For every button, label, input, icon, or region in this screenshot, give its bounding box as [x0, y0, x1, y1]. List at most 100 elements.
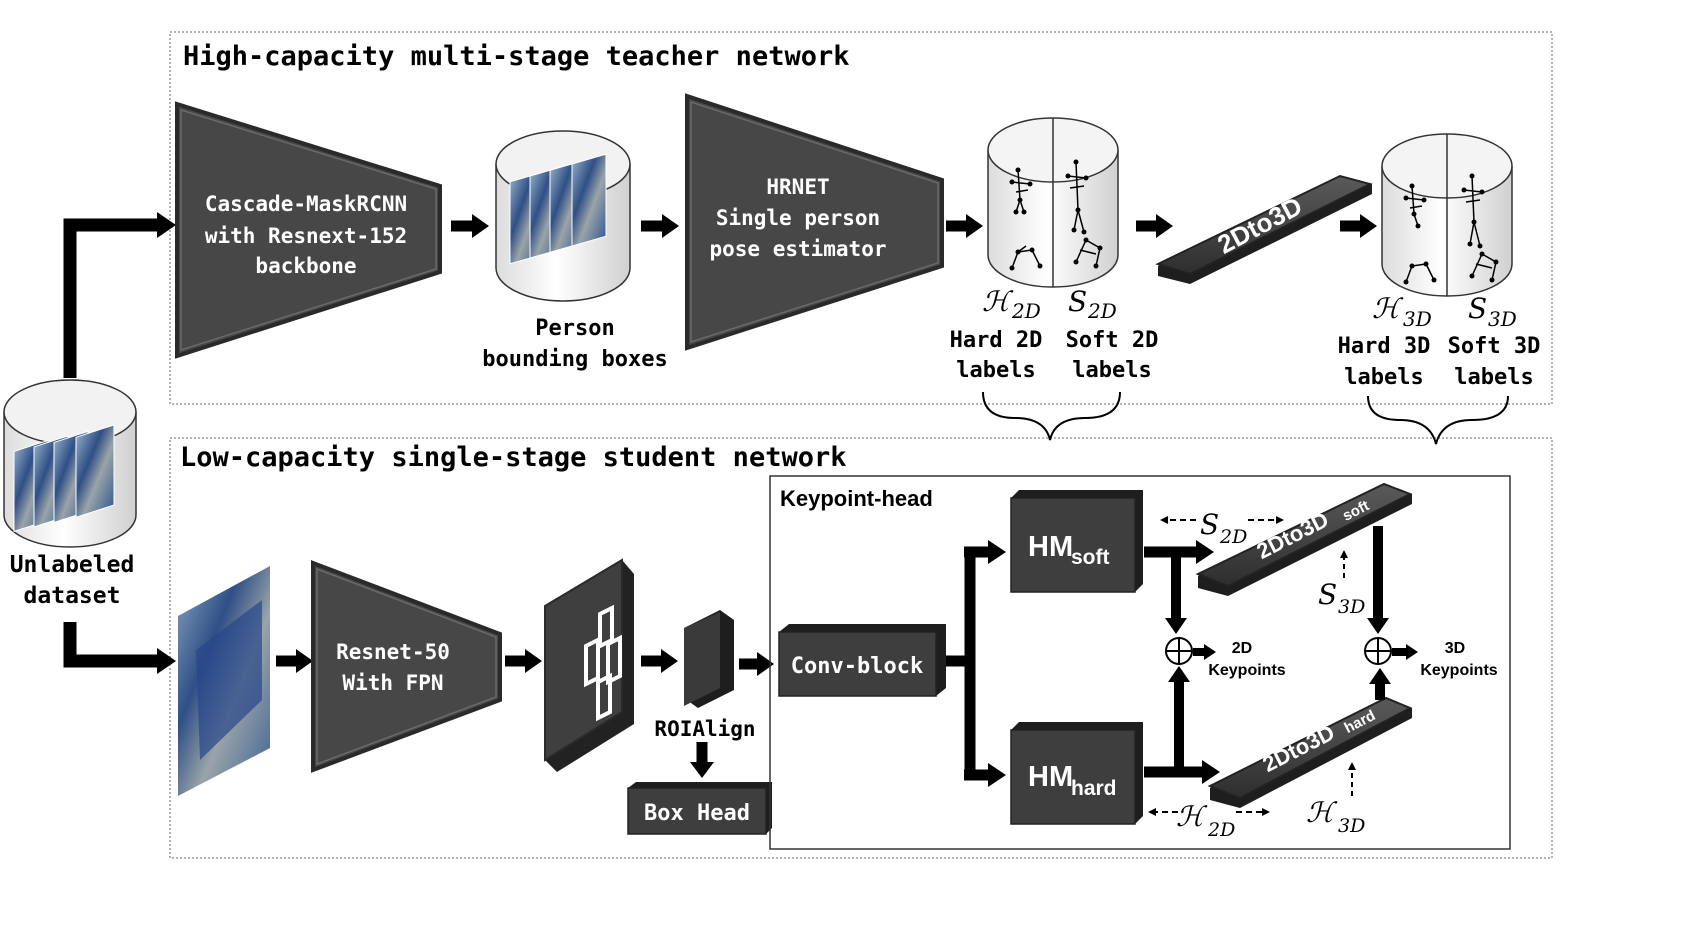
kp3d-line1: 3D [1445, 640, 1465, 657]
box-head-label: Box Head [644, 801, 750, 826]
dataset-to-student-arrow [63, 622, 158, 668]
pose-label-line1: HRNET [766, 175, 829, 199]
h2d-symbol: ℋ [982, 285, 1014, 318]
kp2d-line1: 2D [1232, 640, 1252, 657]
dataset-label-line2: dataset [24, 583, 121, 609]
hm-hard-main: HM [1028, 761, 1073, 793]
box-head-block [627, 782, 772, 835]
student-h2d-symbol: ℋ [1176, 800, 1208, 833]
skeleton-joints-3d [1403, 173, 1499, 285]
arrow-roi-to-boxhead-head [690, 762, 714, 778]
s3d-symbol: S [1468, 292, 1487, 325]
arrow-to-hm-hard-head [988, 763, 1006, 787]
arrow-lift-to-3dlabels-head [1360, 214, 1377, 238]
detector-label-line1: Cascade-MaskRCNN [205, 192, 407, 216]
h3d-subscript: 3D [1403, 307, 1432, 331]
person-boxes-cylinder [495, 130, 631, 302]
arrow-liftsoft-to-sum3d-head [1367, 618, 1389, 634]
student-frame [169, 437, 1553, 859]
arrow-features-to-roi-head [661, 649, 678, 673]
s3d-subscript: 3D [1488, 307, 1517, 331]
backbone-label-line1: Resnet-50 [336, 640, 450, 664]
kp3d-line2: Keypoints [1420, 662, 1497, 679]
hm-soft-main: HM [1028, 531, 1073, 563]
student-s2d-symbol: S [1200, 508, 1219, 541]
hm-hard-sub: hard [1071, 777, 1117, 800]
arrow-image-to-backbone-head [296, 649, 313, 673]
brace-2d-labels [982, 391, 1121, 441]
arrow-hmsoft-to-sum2d-head [1165, 618, 1187, 634]
hm-soft-block [1010, 490, 1143, 593]
labels-2d-cylinder [987, 117, 1119, 288]
feature-map-block [544, 558, 634, 772]
detector-label-line2: with Resnext-152 [205, 224, 407, 248]
student-title: Low-capacity single-stage student networ… [180, 442, 846, 473]
boxes-caption-line2: bounding boxes [482, 347, 667, 372]
keypoint-head-frame [769, 475, 1511, 850]
student-h3d-sub: 3D [1338, 815, 1365, 837]
soft2d-label-line2: labels [1072, 358, 1151, 383]
keypoint-head-title: Keypoint-head [780, 486, 933, 511]
labels-3d-cylinder [1381, 133, 1513, 297]
skeleton-joints-2d [1009, 159, 1103, 271]
conv-block [778, 624, 946, 697]
hard2d-label-line1: Hard 2D [950, 328, 1043, 353]
arrow-hmhard-to-sum2d-head [1168, 666, 1190, 682]
student-h3d-symbol: ℋ [1306, 796, 1338, 829]
pose-estimator-block [685, 93, 944, 351]
lift-soft-bar [1195, 482, 1413, 596]
soft3d-label-line1: Soft 3D [1448, 334, 1541, 359]
student-backbone-block [311, 560, 502, 773]
arrow-roi-to-keypointhead-head [757, 652, 774, 676]
roialign-block [684, 610, 734, 708]
lift-2d-to-3d-bar [1155, 174, 1373, 284]
arrow-hmhard-to-lift-head [1202, 760, 1220, 784]
sum-2d-node [1165, 637, 1193, 665]
dataset-photo-stack [13, 424, 115, 533]
backbone-label-line2: With FPN [342, 671, 443, 695]
arrow-sum2d-out-head [1204, 644, 1216, 660]
arrow-boxes-to-pose-head [662, 214, 679, 238]
soft3d-label-line2: labels [1454, 365, 1533, 390]
hard2d-label-line2: labels [956, 358, 1035, 383]
detector-block [175, 101, 442, 359]
student-input-image [178, 566, 270, 796]
conv-block-label: Conv-block [791, 654, 923, 679]
student-s3d-sub: 3D [1338, 596, 1365, 618]
hm-soft-sub: soft [1071, 546, 1110, 569]
arrow-backbone-to-features-head [525, 649, 542, 673]
dataset-to-teacher-arrowhead [157, 212, 176, 238]
person-crop-stack [509, 153, 607, 265]
conv-branch-lines [946, 552, 976, 776]
sum-3d-node [1364, 637, 1392, 665]
soft2d-label-line1: Soft 2D [1066, 328, 1159, 353]
teacher-title: High-capacity multi-stage teacher networ… [183, 41, 849, 72]
hard3d-label-line2: labels [1344, 365, 1423, 390]
lift-hard-bar [1207, 696, 1413, 808]
hard3d-label-line1: Hard 3D [1338, 334, 1431, 359]
s2d-subscript: 2D [1087, 299, 1117, 323]
arrow-detector-to-boxes-head [472, 214, 489, 238]
pose-label-line2: Single person [716, 206, 880, 230]
student-h2d-sub: 2D [1207, 819, 1235, 841]
arrow-2dlabels-to-lift-head [1156, 214, 1173, 238]
dataset-to-student-arrowhead [157, 648, 176, 674]
conv-branch-arms [964, 546, 990, 781]
arrow-to-hm-soft-head [988, 540, 1006, 564]
arrow-sum3d-out-head [1406, 644, 1418, 660]
arrow-hmsoft-to-lift-head [1196, 540, 1214, 564]
h2d-subscript: 2D [1011, 299, 1041, 323]
student-s2d-sub: 2D [1219, 526, 1247, 548]
dataset-to-teacher-arrow [63, 218, 158, 378]
arrow-pose-to-2dlabels-head [966, 214, 983, 238]
kp2d-line2: Keypoints [1208, 662, 1285, 679]
arrow-lifthard-to-sum3d-head [1369, 668, 1391, 684]
boxes-caption-line1: Person [535, 316, 614, 341]
dataset-label-line1: Unlabeled [10, 552, 135, 578]
s2d-symbol: S [1068, 285, 1087, 318]
detector-label-line3: backbone [255, 254, 356, 278]
fpn-icon [584, 604, 622, 722]
hm-hard-block [1010, 722, 1143, 825]
student-s3d-symbol: S [1318, 578, 1337, 611]
roialign-label: ROIAlign [654, 717, 755, 741]
